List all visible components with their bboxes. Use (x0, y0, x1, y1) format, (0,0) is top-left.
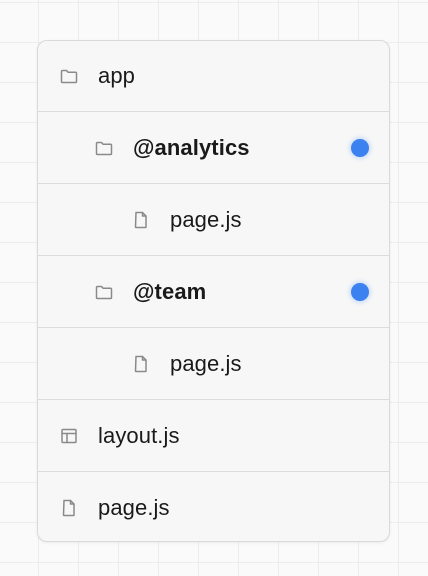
file-icon (131, 354, 151, 374)
file-tree: app @analytics page.js @team page.js lay… (37, 40, 390, 542)
folder-icon (94, 282, 114, 302)
tree-item-layout[interactable]: layout.js (38, 399, 389, 471)
tree-item-analytics-slot[interactable]: @analytics (38, 111, 389, 183)
folder-icon (94, 138, 114, 158)
tree-item-team-page[interactable]: page.js (38, 327, 389, 399)
tree-item-label: @team (133, 278, 207, 304)
tree-item-team-slot[interactable]: @team (38, 255, 389, 327)
tree-item-label: page.js (170, 206, 242, 232)
tree-item-root-page[interactable]: page.js (38, 471, 389, 541)
file-icon (59, 498, 79, 518)
file-icon (131, 210, 151, 230)
tree-item-label: layout.js (98, 422, 180, 448)
slot-indicator-dot (351, 282, 369, 301)
tree-item-label: page.js (98, 494, 170, 520)
tree-item-label: app (98, 63, 136, 88)
slot-indicator-dot (351, 138, 369, 157)
tree-item-analytics-page[interactable]: page.js (38, 183, 389, 255)
tree-item-app-folder[interactable]: app (38, 41, 389, 111)
tree-item-label: @analytics (133, 134, 250, 160)
tree-item-label: page.js (170, 350, 242, 376)
layout-icon (59, 426, 79, 446)
folder-icon (59, 66, 79, 86)
